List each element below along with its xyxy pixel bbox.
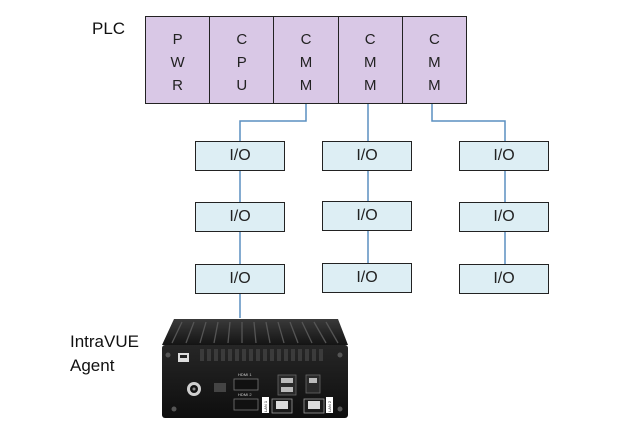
device-lan-1-label: LAN 1 (263, 400, 268, 412)
agent-label-line2: Agent (70, 356, 115, 375)
module-letter: C (364, 31, 376, 48)
wire-cmm3-to-io-col3 (431, 104, 506, 141)
intravue-agent-device: HDMI 1 HDMI 2 LAN 1 LAN 2 (162, 319, 348, 418)
module-letter: M (299, 54, 313, 71)
io-box-col3-row1: I/O (459, 141, 549, 171)
device-power-button (214, 383, 226, 392)
module-letter: M (363, 77, 377, 94)
device-screw (337, 352, 343, 358)
plc-module-comm-1: C M M (274, 17, 339, 103)
device-screw (165, 352, 171, 358)
io-box-col1-row3: I/O (195, 264, 285, 294)
agent-label-line1: IntraVUE (70, 332, 139, 351)
device-hdmi-2-label: HDMI 2 (238, 392, 252, 397)
device-hdmi-1-label: HDMI 1 (238, 372, 252, 377)
module-letter: U (236, 77, 248, 94)
device-screw (337, 406, 343, 412)
plc-module-comm-3: C M M (402, 17, 467, 103)
module-letter: C (428, 31, 440, 48)
module-letter: W (170, 54, 185, 71)
module-letter: M (428, 54, 441, 71)
module-letter: M (363, 54, 377, 71)
io-box-col2-row2: I/O (322, 201, 412, 231)
module-letter: P (172, 31, 183, 48)
plc-module-comm-2: C M M (338, 17, 403, 103)
io-box-col1-row2: I/O (195, 202, 285, 232)
io-box-col2-row3: I/O (322, 263, 412, 293)
plc-rack: P W R C P U C M M C M M C M M (145, 16, 467, 104)
device-hdmi-1-port (233, 378, 259, 391)
wire-cmm1-to-io-col1 (239, 104, 307, 141)
io-box-col3-row2: I/O (459, 202, 549, 232)
module-letter: C (236, 31, 248, 48)
plc-module-cpu: C P U (210, 17, 275, 103)
module-letter: M (428, 77, 441, 94)
io-box-col1-row1: I/O (195, 141, 285, 171)
io-box-col3-row3: I/O (459, 264, 549, 294)
device-usb-port-right (305, 374, 321, 394)
module-letter: R (172, 77, 184, 94)
device-screw (171, 406, 177, 412)
io-box-col2-row1: I/O (322, 141, 412, 171)
module-letter: C (300, 31, 312, 48)
device-hdmi-2-port (233, 398, 259, 411)
plc-module-pwr: P W R (146, 17, 211, 103)
device-lan-2-label: LAN 2 (327, 400, 332, 412)
plc-label: PLC (92, 19, 126, 38)
intravue-agent-label: IntraVUE Agent (70, 330, 139, 378)
module-letter: P (236, 54, 247, 71)
module-letter: M (299, 77, 313, 94)
